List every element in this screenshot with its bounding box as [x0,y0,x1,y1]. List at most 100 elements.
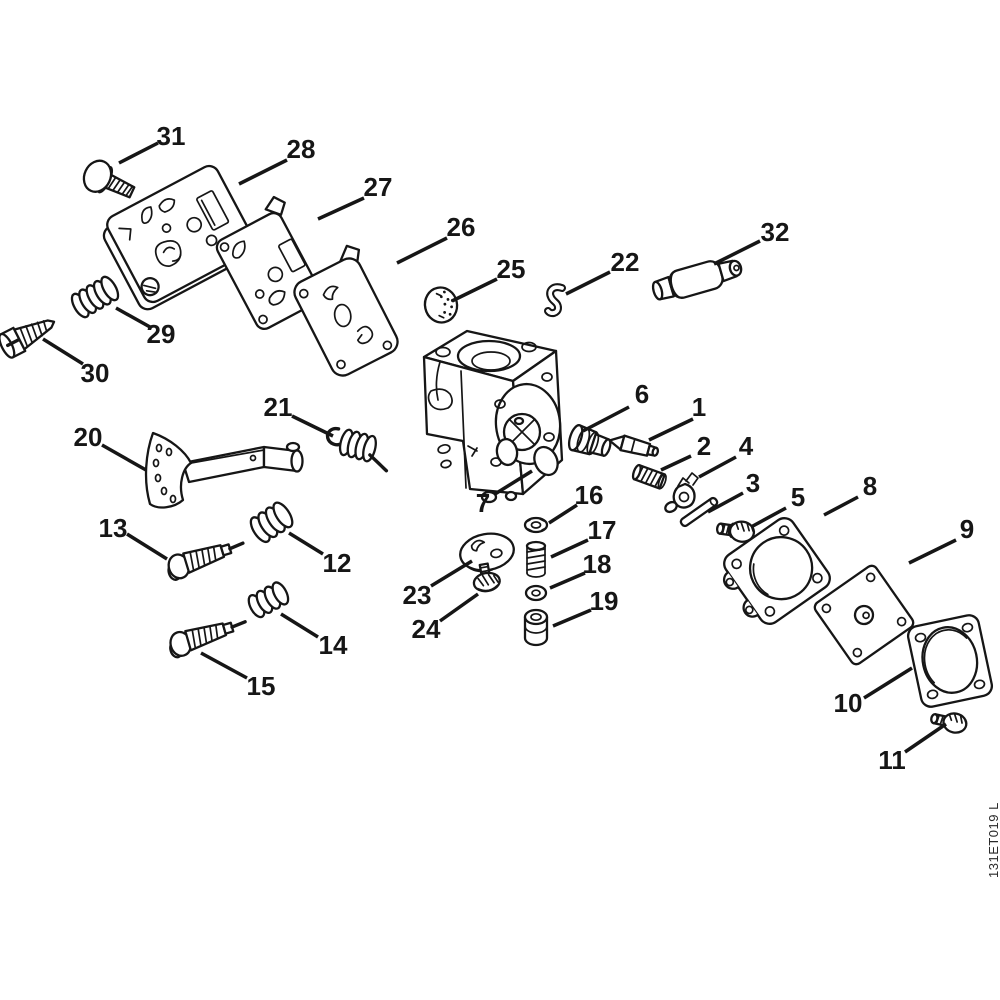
part-2-stud [631,463,667,490]
leader-line-22 [565,270,611,296]
callout-17: 17 [588,515,617,545]
part-25-inlet-screen [423,286,459,324]
part-12-spring [249,501,294,544]
part-10-end-cover [906,614,994,708]
part-23-disc [459,532,515,573]
callout-5: 5 [791,482,805,512]
callout-30: 30 [81,358,110,388]
part-6-valve [567,424,612,457]
part-14-spring [247,581,290,619]
leader-line-26 [396,236,448,265]
callout-21: 21 [264,392,293,422]
leader-line-23 [430,559,473,588]
part-26-gasket [293,244,399,377]
leader-line-10 [863,666,913,700]
part-3-pin [679,496,719,528]
callout-28: 28 [287,134,316,164]
carburetor-body [422,329,564,504]
callout-8: 8 [863,471,877,501]
callout-25: 25 [497,254,526,284]
callout-24: 24 [412,614,441,644]
part-11-screw [930,712,968,734]
part-32-valve [651,259,743,301]
leader-line-5 [750,506,787,529]
leader-line-11 [904,722,947,754]
part-22-retaining-clip [544,283,566,318]
callout-9: 9 [960,514,974,544]
part-8-gasket [722,517,831,625]
part-28-pump-housing [102,164,257,311]
callout-27: 27 [364,172,393,202]
leader-line-1 [648,417,694,442]
leader-line-29 [115,306,151,329]
leader-line-13 [126,532,168,561]
callout-1: 1 [692,392,706,422]
part-20-throttle-shaft [144,431,304,509]
leader-line-7 [494,469,533,496]
leader-line-28 [238,158,288,186]
part-13-needle [167,541,245,581]
part-9-diaphragm [813,564,915,666]
callout-32: 32 [761,217,790,247]
venturi-bore [456,339,522,373]
callout-22: 22 [611,247,640,277]
leader-line-14 [280,612,319,639]
leader-line-24 [438,592,480,623]
parts-drawings [0,159,994,734]
callout-16: 16 [575,480,604,510]
part-27-pump-diaphragm [215,195,323,331]
callout-7: 7 [476,488,490,518]
callout-29: 29 [147,319,176,349]
part-15-needle [169,620,247,659]
leader-line-12 [288,531,324,556]
part-24-screw [472,562,501,593]
leader-line-30 [42,337,84,366]
callout-23: 23 [403,580,432,610]
callout-12: 12 [323,548,352,578]
leader-line-18 [549,571,586,590]
callout-3: 3 [746,468,760,498]
part-18-washer [524,584,548,602]
leader-line-27 [317,196,365,221]
callout-14: 14 [319,630,348,660]
part-4-lever [664,472,699,514]
part-29-spring [70,275,120,319]
leader-line-19 [552,608,592,628]
callout-18: 18 [583,549,612,579]
leader-line-15 [200,651,248,680]
leader-line-2 [660,454,692,472]
callout-15: 15 [247,671,276,701]
part-21-spring [325,426,389,473]
leader-line-17 [550,538,589,559]
part-16-nut [523,516,549,534]
callout-6: 6 [635,379,649,409]
drawing-number: 131ET019 L [986,802,1000,878]
callout-11: 11 [878,745,906,775]
leader-line-21 [291,414,334,438]
callouts-layer: 1234567891011121314151617181920212223242… [42,121,974,775]
callout-31: 31 [157,121,186,151]
callout-10: 10 [834,688,863,718]
leader-line-6 [582,405,630,433]
callout-13: 13 [99,513,128,543]
callout-20: 20 [74,422,103,452]
leader-line-32 [713,239,761,266]
part-19-bushing [523,608,549,647]
leader-line-3 [707,491,744,514]
part-1-inlet-needle [608,434,660,457]
callout-2: 2 [697,431,711,461]
leader-line-8 [823,495,859,517]
part-30-screw [0,319,56,359]
leader-line-16 [548,503,578,525]
leader-line-31 [118,141,159,165]
leader-line-9 [908,538,957,565]
leader-line-4 [698,455,737,479]
part-7-plug [533,445,559,477]
leader-line-25 [451,277,498,303]
callout-19: 19 [590,586,619,616]
part-5-screw [715,520,756,543]
callout-26: 26 [447,212,476,242]
part-31-screw [82,159,136,199]
